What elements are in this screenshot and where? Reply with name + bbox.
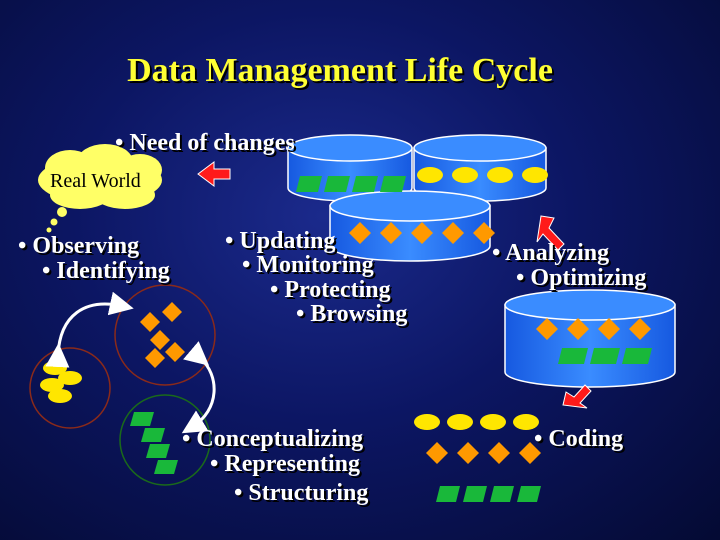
rect-token-row	[436, 486, 541, 502]
label-observing: • Observing	[18, 233, 140, 259]
label-need-changes: • Need of changes	[115, 130, 295, 156]
cloud-label: Real World	[50, 170, 141, 192]
slide-title: Data Management Life Cycle	[127, 52, 553, 89]
label-structuring: • Structuring	[234, 480, 369, 506]
entity-circle	[29, 347, 111, 429]
cloud-icon	[38, 144, 162, 233]
label-monitoring: • Monitoring	[242, 252, 374, 278]
red-arrow-icon	[197, 161, 231, 187]
ellipse-token-row	[414, 414, 539, 430]
label-identifying: • Identifying	[42, 258, 170, 284]
diamond-token-row	[426, 442, 541, 464]
ellipse-token-row	[417, 167, 548, 183]
red-arrow-icon	[536, 215, 565, 251]
label-conceptualizing: • Conceptualizing	[182, 426, 364, 452]
label-optimizing: • Optimizing	[516, 265, 647, 291]
label-representing: • Representing	[210, 451, 360, 477]
red-arrow-icon	[562, 384, 592, 409]
label-coding: • Coding	[534, 426, 624, 452]
diamond-token-row	[349, 222, 495, 244]
curved-double-arrow-icon	[45, 291, 134, 368]
cylinder-icon	[329, 190, 491, 262]
label-protecting: • Protecting	[270, 277, 391, 303]
diamond-token-row	[536, 318, 651, 340]
label-analyzing: • Analyzing	[492, 240, 610, 266]
rect-token-row	[558, 348, 652, 364]
label-browsing: • Browsing	[296, 301, 408, 327]
curved-double-arrow-icon	[181, 341, 216, 434]
entity-circle	[119, 394, 211, 486]
cylinder-icon	[504, 289, 676, 388]
label-updating: • Updating	[225, 228, 336, 254]
entity-circle	[114, 284, 216, 386]
rect-token-row	[296, 176, 406, 192]
